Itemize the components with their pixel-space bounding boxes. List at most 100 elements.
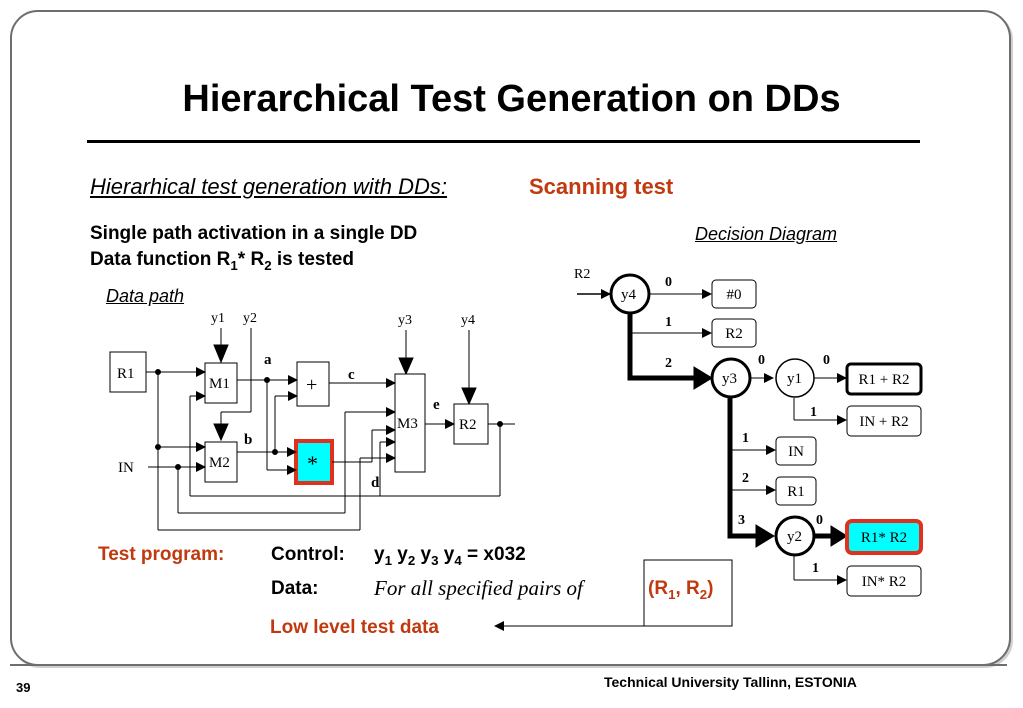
control-sub-2: 2 (407, 552, 416, 568)
ctrl-y4-arrow (461, 387, 477, 406)
mult-label: * (307, 451, 318, 476)
subtitle-emphasis: Scanning test (529, 174, 674, 199)
dd-edge-y2-0-label: 0 (816, 513, 823, 528)
footer-divider (10, 664, 894, 666)
pair-text: (R1, R2) (648, 578, 714, 602)
dd-edge-y1-0-label: 0 (823, 353, 830, 368)
dd-node-y3-label: y3 (722, 371, 737, 387)
data-label: Data: (271, 578, 319, 599)
dd-term-r2-label: R2 (725, 326, 743, 342)
dd-term-in-plus-r2-label: IN + R2 (859, 414, 908, 430)
junction-b (272, 449, 278, 455)
intro-line-2: Data function R1* R2 is tested (90, 249, 354, 273)
dd-term-r1-mult-r2-label: R1* R2 (861, 530, 907, 546)
ctrl-y2-arrow (213, 423, 229, 442)
dd-edge-y3-1-label: 1 (742, 431, 749, 446)
control-sub-3: 3 (431, 552, 439, 568)
control-label: Control: (271, 544, 345, 565)
dd-labels: R2 y4 y3 y1 y2 0 1 2 0 0 1 1 2 3 0 1 #0 … (574, 267, 909, 590)
input-in-label: IN (118, 460, 134, 476)
dd-term-hash0 (711, 279, 757, 309)
wire-b-label: b (244, 432, 252, 448)
dd-term-r1-plus-r2 (845, 362, 923, 396)
dd-path-y3-y2 (727, 398, 762, 539)
dd-term-hash0-label: #0 (727, 287, 742, 303)
junction-a (264, 377, 270, 383)
dd-term-in-mult-r2-label: IN* R2 (862, 574, 907, 590)
plus-label: + (306, 374, 317, 396)
dd-node-y1 (775, 358, 815, 398)
dd-edge-y4-0-label: 0 (665, 275, 672, 290)
dd-node-y1-label: y1 (787, 371, 802, 387)
junction-in (175, 464, 181, 470)
wire-a-label: a (264, 352, 272, 368)
intro-line-2-pre: Data function R (90, 249, 231, 270)
junction-r2 (497, 421, 503, 427)
decision-diagram (577, 273, 923, 597)
dd-edge-y4-1-label: 1 (665, 315, 672, 330)
intro-line-2-mid: * R (237, 249, 265, 270)
dd-edge-y4-2-label: 2 (665, 356, 672, 371)
dd-path-y4-y3 (627, 314, 700, 381)
dd-term-r2 (711, 318, 757, 348)
data-path-diagram (109, 328, 515, 531)
dd-term-in (775, 436, 817, 466)
slide-frame (10, 10, 1011, 666)
footer-university: Technical University Tallinn, ESTONIA (604, 674, 857, 690)
data-text: For all specified pairs of (374, 576, 583, 600)
m1-label: M1 (209, 376, 230, 392)
control-y2: y (397, 544, 408, 565)
control-sub-1: 1 (384, 552, 392, 568)
control-equals: = x032 (461, 544, 526, 565)
adder-block (296, 361, 330, 407)
dd-edge-y2-1-label: 1 (812, 561, 819, 576)
wire-c-label: c (348, 367, 355, 383)
data-path-labels: y1 y2 y3 y4 R1 M1 M2 + * M3 R2 a b c d e… (117, 311, 477, 491)
control-y4: y (443, 544, 455, 565)
intro-sub-1: 1 (230, 257, 238, 273)
dd-edge-y3-0-label: 0 (758, 353, 765, 368)
dd-path-y4-y3-arrow (693, 366, 713, 390)
dd-term-r1-plus-r2-label: R1 + R2 (859, 372, 910, 388)
subtitle-italic: Hierarhical test generation with DDs: (90, 174, 448, 199)
title-underline (87, 140, 920, 143)
ctrl-y1-arrow (213, 344, 229, 364)
dd-node-y4-label: y4 (621, 287, 637, 303)
control-sub-4: 4 (454, 552, 462, 568)
intro-line-2-post: is tested (271, 249, 354, 270)
junction-r1 (155, 369, 161, 375)
wire-d-label: d (371, 475, 380, 491)
dd-node-y2-label: y2 (787, 529, 802, 545)
junction-r1-m2 (155, 444, 161, 450)
mux-m1-block (204, 362, 238, 404)
m3-label: M3 (397, 416, 418, 432)
r2-label: R2 (459, 417, 477, 433)
ctrl-y3-label: y3 (398, 313, 412, 328)
dd-root-input-label: R2 (574, 267, 590, 282)
control-value: y1 y2 y3 y4 = x032 (374, 544, 526, 568)
slide-title: Hierarchical Test Generation on DDs (182, 78, 841, 120)
dd-term-r1 (775, 476, 817, 506)
dd-edge-y3-3-label: 3 (738, 513, 745, 528)
pair-box (643, 559, 733, 627)
intro-line-1: Single path activation in a single DD (90, 223, 418, 244)
dd-term-in-plus-r2 (846, 405, 922, 437)
dd-term-in-label: IN (788, 444, 804, 460)
m2-label: M2 (209, 455, 230, 471)
control-y3: y (420, 544, 432, 565)
dd-edge-y3-2-label: 2 (742, 471, 749, 486)
mux-m3-block (394, 373, 426, 473)
test-program-label: Test program: (98, 544, 225, 565)
ctrl-y1-label: y1 (211, 311, 225, 326)
dd-node-y2 (774, 515, 816, 557)
dd-term-r1-label: R1 (787, 484, 805, 500)
reg-r1-block (109, 351, 147, 393)
data-path-label: Data path (106, 286, 185, 306)
control-y1: y (374, 544, 385, 565)
ctrl-y4-label: y4 (461, 313, 475, 328)
intro-sub-2: 2 (264, 257, 272, 273)
ctrl-y2-label: y2 (243, 311, 257, 326)
dd-path-y3-y2-arrow (755, 524, 775, 548)
low-level-label: Low level test data (270, 617, 439, 638)
